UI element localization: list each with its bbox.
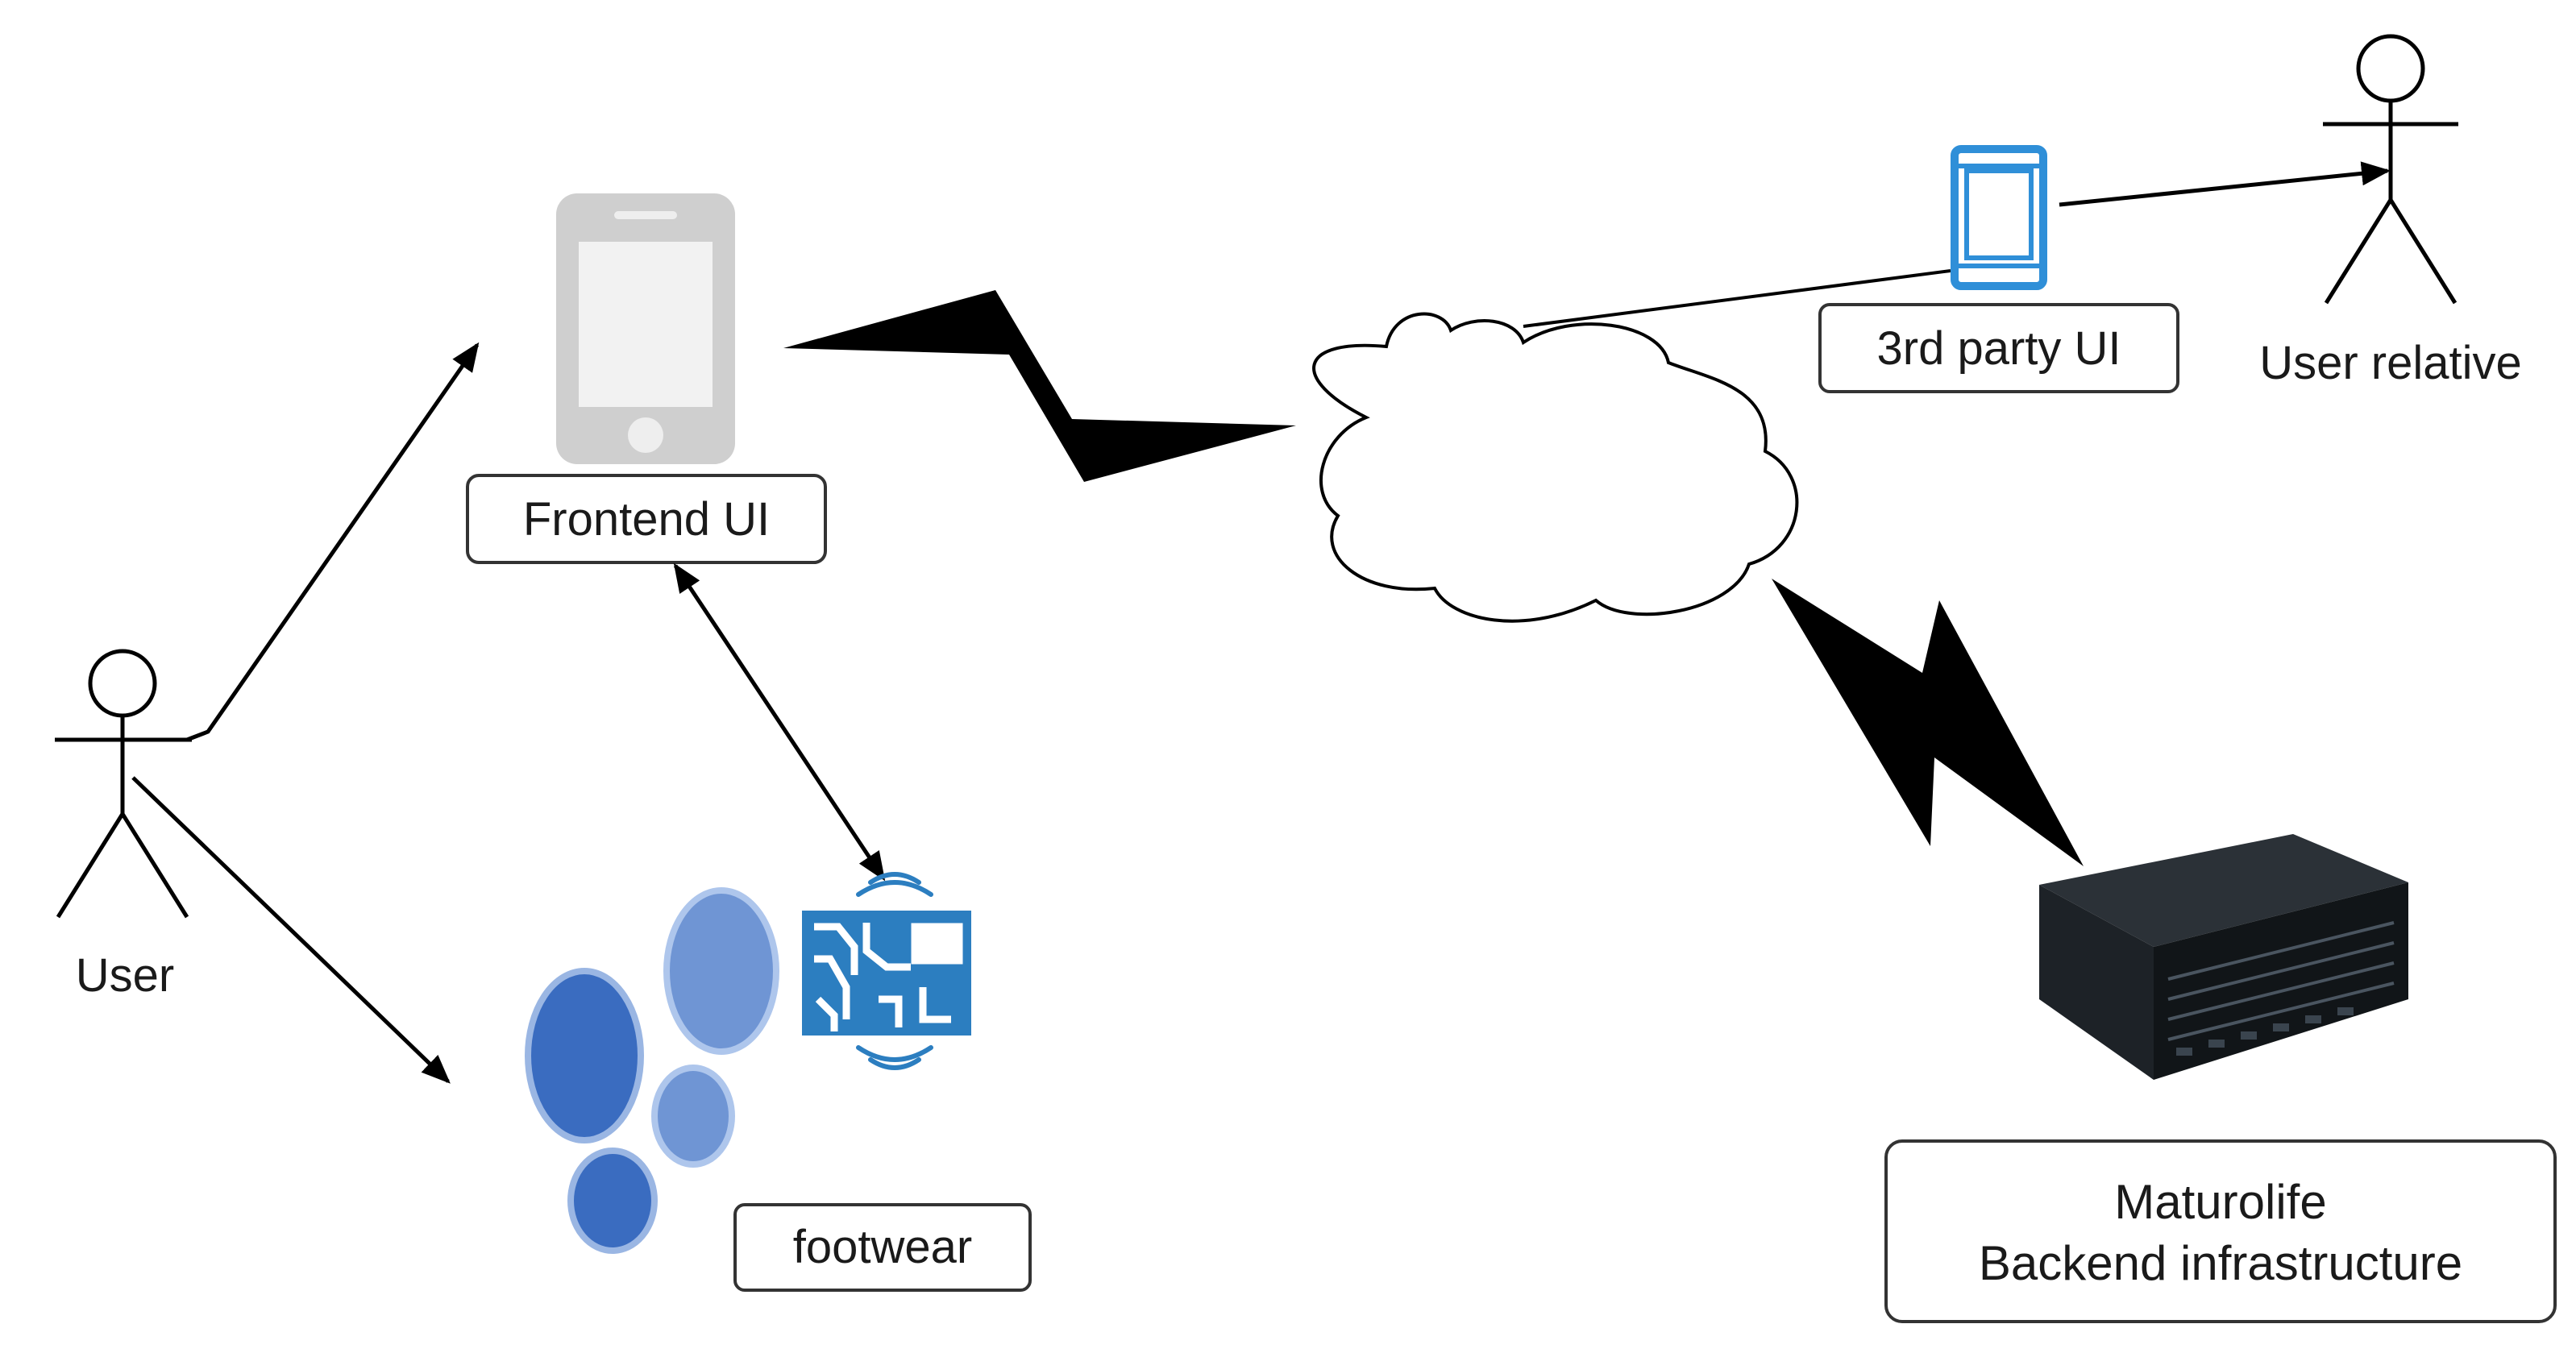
- backend-box: Maturolife Backend infrastructure: [1884, 1139, 2557, 1323]
- stick-figure-icon: [2323, 34, 2458, 305]
- user-relative-label: User relative: [2259, 337, 2522, 389]
- cloud-icon: [1312, 312, 1799, 623]
- third-party-ui-box: 3rd party UI: [1818, 303, 2179, 393]
- footwear-box: footwear: [733, 1203, 1032, 1292]
- smartphone-icon: [556, 193, 735, 464]
- footwear-label: footwear: [793, 1221, 972, 1273]
- backend-label-line1: Maturolife: [2114, 1175, 2326, 1229]
- frontend-phone: [556, 193, 735, 464]
- user-relative-actor: User relative: [2259, 34, 2522, 389]
- smartphone-icon: [1951, 145, 2047, 290]
- third-party-ui-label: 3rd party UI: [1877, 322, 2121, 375]
- circuit-board-wireless-icon: [802, 872, 971, 1070]
- server-icon: [2039, 834, 2408, 1080]
- frontend-ui-box: Frontend UI: [466, 474, 827, 564]
- frontend-ui-label: Frontend UI: [523, 493, 770, 546]
- stick-figure-icon: [55, 649, 192, 919]
- user-actor: User: [55, 649, 192, 1002]
- arrow-frontend-sensor: [673, 562, 886, 882]
- lightning-bolt-icon: [1772, 579, 2084, 866]
- footprints-icon: [525, 887, 779, 1254]
- lightning-bolt-icon: [783, 290, 1296, 482]
- arrow-user-to-frontend: [186, 342, 480, 742]
- link-cloud-to-third-party: [1523, 269, 1951, 328]
- arrow-user-to-footwear: [131, 776, 451, 1084]
- arrow-third-party-to-relative: [2059, 161, 2391, 207]
- user-arrows: [131, 342, 480, 1084]
- backend-label-line2: Backend infrastructure: [1979, 1236, 2462, 1290]
- user-label: User: [76, 949, 174, 1002]
